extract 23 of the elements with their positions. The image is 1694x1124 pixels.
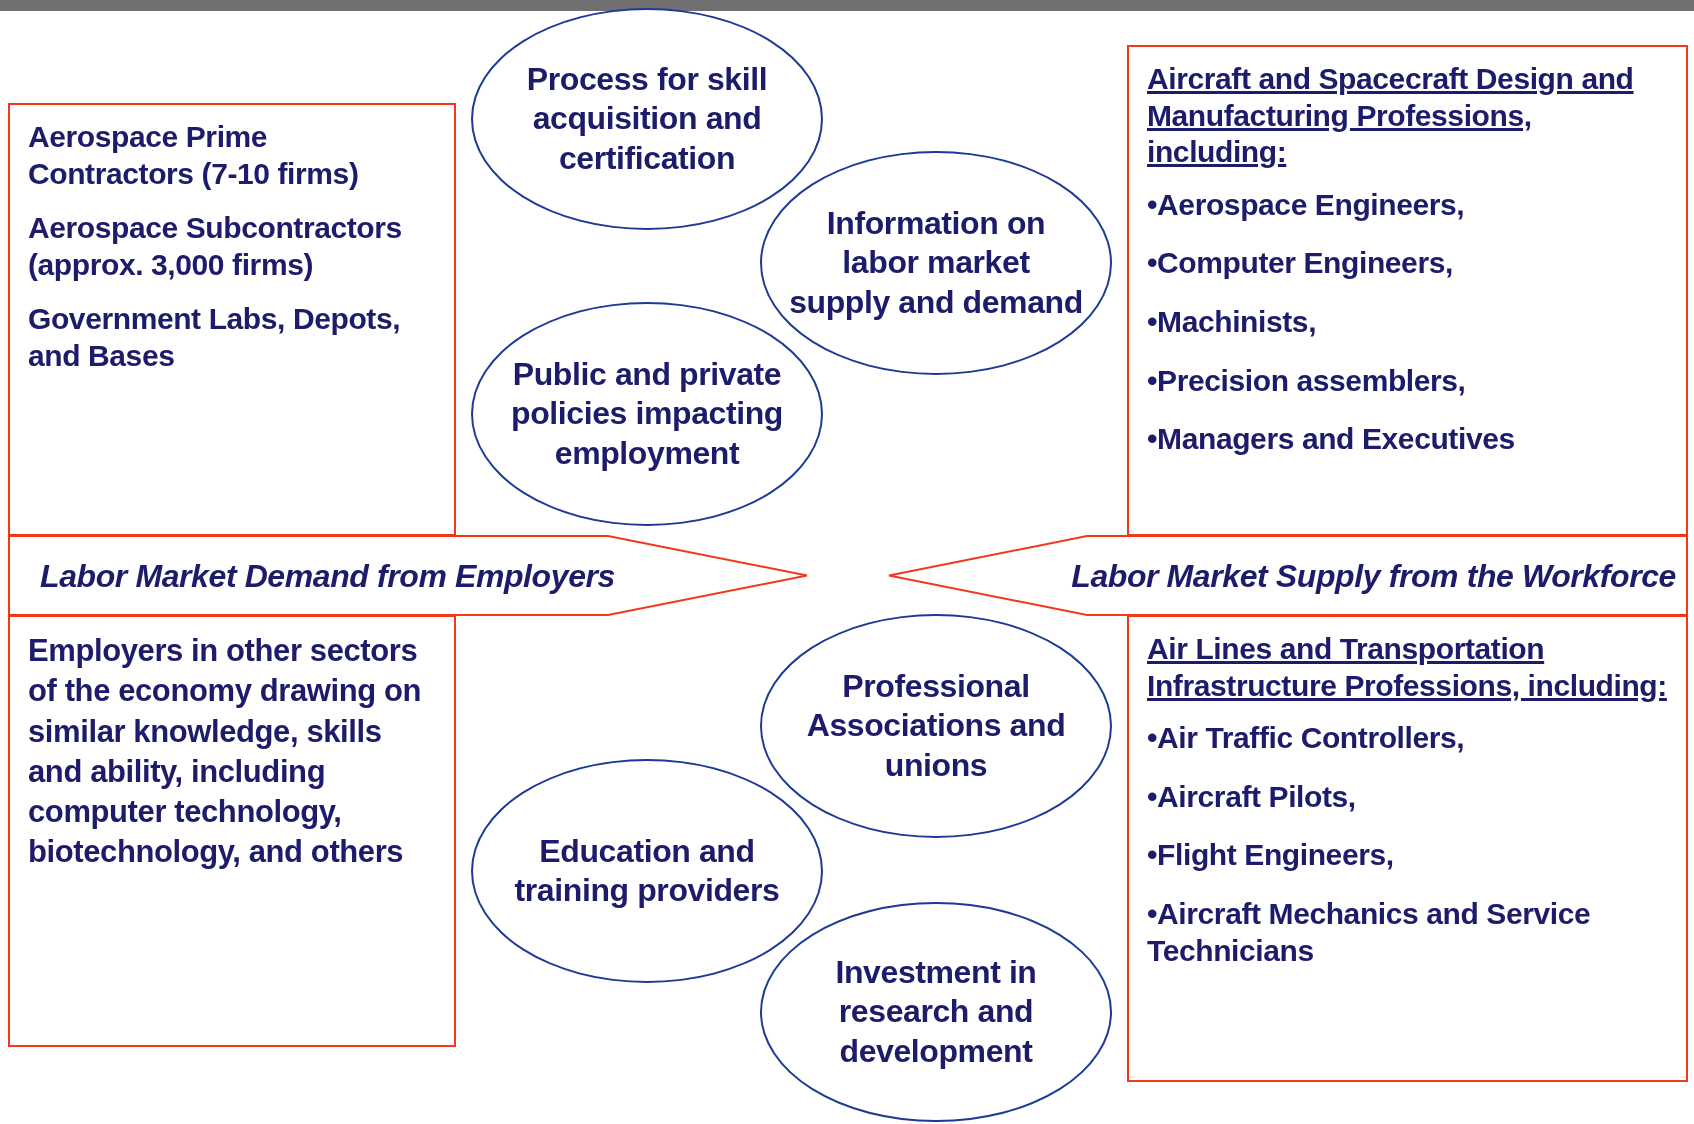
bullet-item: •Aircraft Pilots,	[1147, 778, 1357, 815]
panel-text: Aerospace Prime Contractors (7-10 firms)	[28, 119, 360, 192]
bubble-text: Information on labor market supply and demand	[788, 204, 1084, 322]
bullet-item: •Precision assemblers,	[1147, 362, 1467, 399]
bullet-item: •Flight Engineers,	[1147, 837, 1395, 874]
panel-heading: Aircraft and Spacecraft Design and Manufacturing Professions, including:	[1147, 61, 1635, 171]
bullet-item: •Aerospace Engineers,	[1147, 186, 1466, 223]
bubble-text: Process for skill acquisition and certification	[525, 60, 769, 178]
bullet-item: •Managers and Executives	[1147, 421, 1516, 458]
banner-text: Labor Market Demand from Employers	[40, 557, 615, 594]
panel-text: Employers in other sectors of the economy drawing on similar knowledge, skills and ability, including computer technology, biotechnology, and others	[28, 632, 422, 872]
panel-text: Government Labs, Depots, and Bases	[28, 301, 402, 374]
bullet-item: •Air Traffic Controllers,	[1147, 720, 1466, 757]
bullet-item: •Machinists,	[1147, 303, 1318, 340]
bullet-item: •Aircraft Mechanics and Service Technicians	[1147, 895, 1592, 969]
panel-heading: Air Lines and Transportation Infrastructure Professions, including:	[1147, 631, 1668, 704]
banner-text: Labor Market Supply from the Workforce	[1071, 557, 1676, 594]
panel-text: Aerospace Subcontractors (approx. 3,000 firms)	[28, 210, 403, 283]
bubble-text: Public and private policies impacting employment	[510, 355, 784, 473]
bubble-text: Investment in research and development	[834, 953, 1038, 1071]
bubble-text: Education and training providers	[513, 831, 781, 910]
bullet-item: •Computer Engineers,	[1147, 245, 1454, 282]
bubble-text: Professional Associations and unions	[805, 667, 1067, 785]
